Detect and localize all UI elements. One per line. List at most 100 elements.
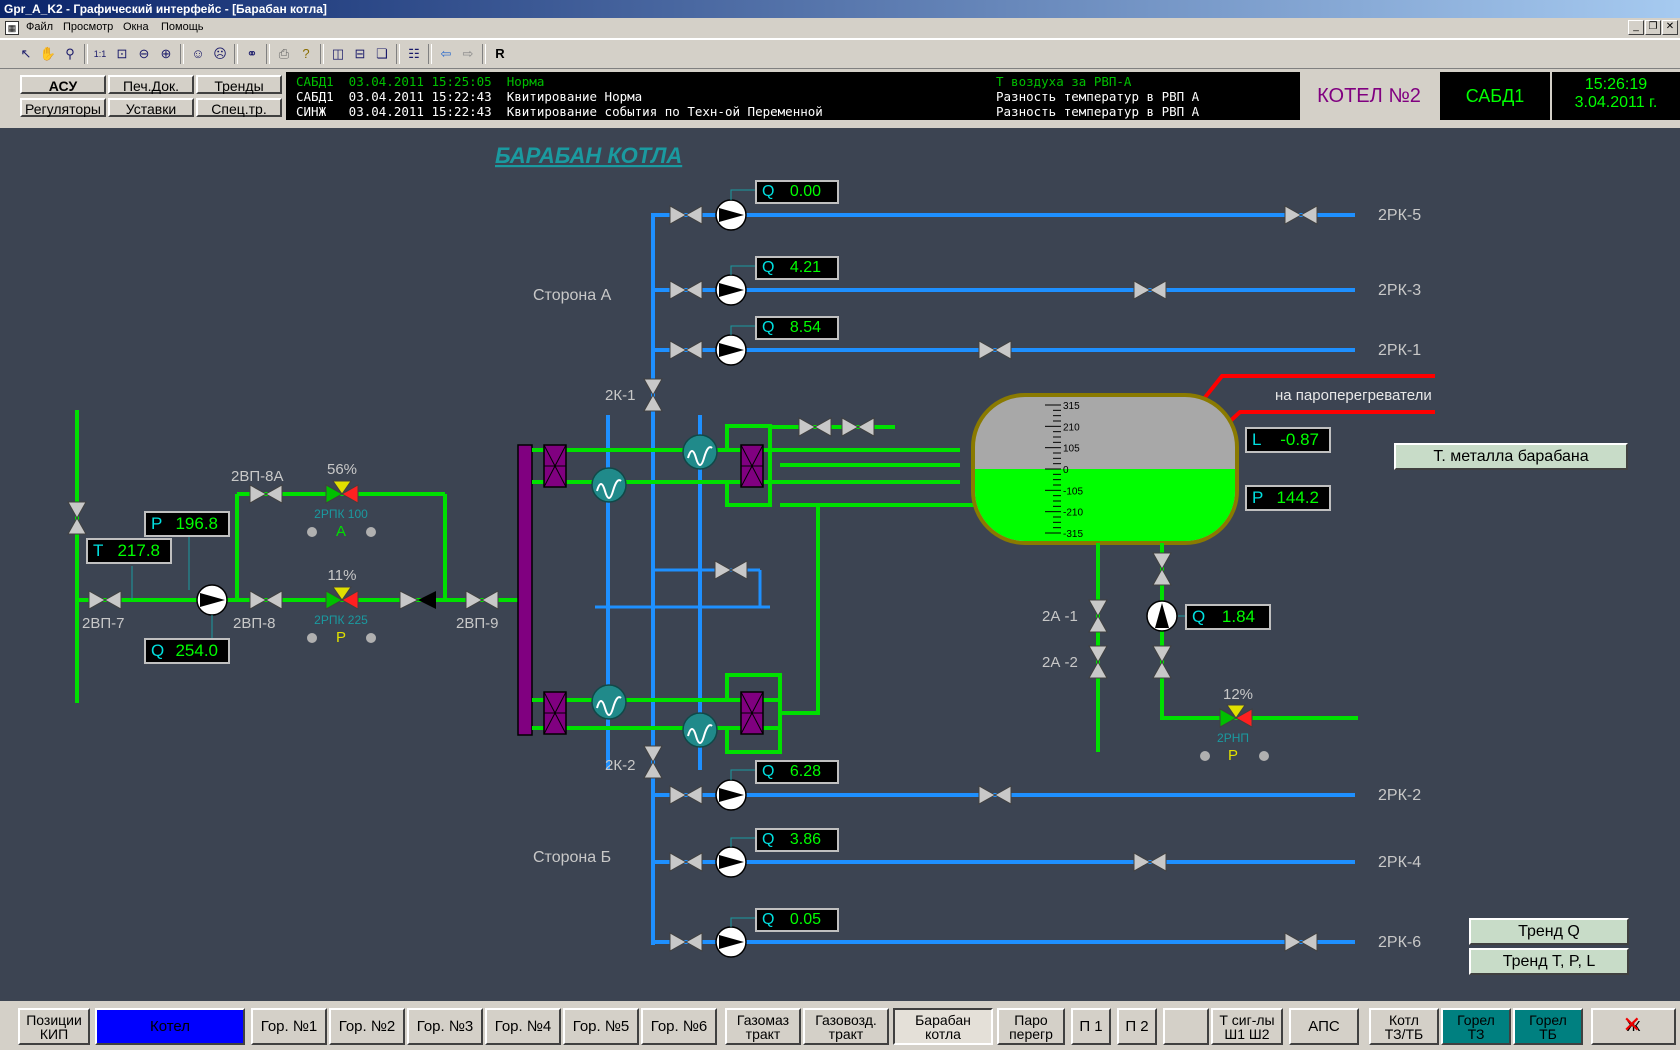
nav-drum[interactable]: Барабан котла [893,1008,993,1045]
restore-icon[interactable]: ❐ [1645,20,1661,35]
feed-pressure-value: 196.8 [175,514,218,533]
hand-icon[interactable]: ✋ [39,46,57,61]
back-arrow-icon[interactable]: ⇦ [440,46,452,61]
pointer-icon[interactable]: ↖ [20,46,32,61]
menu-file[interactable]: Файл [26,21,54,33]
user-icon[interactable]: ☺ [191,46,205,61]
menu-help[interactable]: Помощь [161,21,204,33]
feed-temp-value: 217.8 [117,541,160,560]
trend-tpl-button[interactable]: Тренд Т, P, L [1469,948,1629,975]
tag-label: 2РК-1 [1378,342,1421,359]
scale-label: 210 [1063,422,1080,433]
trends-button[interactable]: Тренды [196,75,282,94]
help-icon[interactable]: ? [302,46,310,61]
valve-mode: А [336,523,346,540]
station-label: САБД1 [1440,72,1550,120]
valve-position: 56% [327,461,357,478]
valve-mode: Р [336,629,346,646]
regulators-button[interactable]: Регуляторы [20,98,106,117]
alarm-row: СИНЖ 03.04.2011 15:22:43 Квитирование со… [296,104,823,119]
valve-label: 2А -1 [1042,608,1078,625]
zoom-fit-icon[interactable]: ⊡ [116,46,128,61]
valve-position: 12% [1223,686,1253,703]
nav-burner-tz[interactable]: Горел ТЗ [1441,1008,1511,1045]
alarm-row: САБД1 03.04.2011 15:22:43 Квитирование Н… [296,89,643,104]
tile-vertical-icon[interactable]: ◫ [331,46,345,61]
feed-flow-value: 254.0 [175,641,218,660]
q-letter: Q [762,763,775,780]
toolbar: ↖ ✋ ⚲ 1:1 ⊡ ⊖ ⊕ ☺ ☹ ⚭ ⎙ ? ◫ ⊟ ❏ ☷ ⇦ ⇨ R [0,39,1680,69]
zoom-out-icon[interactable]: ⊖ [138,46,150,61]
valve-label: 2ВП-7 [82,615,124,632]
sound-off-button[interactable]: Ж✕ [1591,1008,1676,1045]
nav-boiler[interactable]: Котел [95,1008,245,1045]
zoom-in-icon[interactable]: ⊕ [160,46,172,61]
alarm-list[interactable]: САБД1 03.04.2011 15:25:05 Норма САБД1 03… [286,72,1300,120]
flow-value: 4.21 [789,259,821,276]
nav-kip-positions[interactable]: Позиции КИП [18,1008,90,1045]
cascade-icon[interactable]: ❏ [376,46,388,61]
nav-burner-2[interactable]: Гор. №2 [329,1008,405,1045]
scale-label: 315 [1063,401,1080,412]
nav-burner-4[interactable]: Гор. №4 [485,1008,561,1045]
scale-label: -210 [1063,508,1083,519]
nav-p1[interactable]: П 1 [1071,1008,1111,1045]
nav-burner-5[interactable]: Гор. №5 [563,1008,639,1045]
nav-superheater[interactable]: Паро перегр [997,1008,1065,1045]
flow-readout[interactable]: Q 4.21 [755,256,839,280]
forward-arrow-icon[interactable]: ⇨ [462,46,474,61]
menu-windows[interactable]: Окна [123,21,149,33]
nav-boiler-protection[interactable]: Котл ТЗ/ТБ [1369,1008,1439,1045]
tile-horizontal-icon[interactable]: ⊟ [354,46,366,61]
print-doc-button[interactable]: Печ.Док. [108,75,194,94]
close-icon[interactable]: ✕ [1662,20,1678,35]
setpoints-button[interactable]: Уставки [108,98,194,117]
window-list-icon[interactable]: ☷ [408,46,420,61]
nav-burner-1[interactable]: Гор. №1 [251,1008,327,1045]
drum-pressure-value: 144.2 [1276,488,1319,507]
scale-label: -315 [1063,529,1083,540]
print-icon[interactable]: ⎙ [278,46,290,61]
nav-burner-tb[interactable]: Горел ТБ [1513,1008,1583,1045]
drum-level-readout[interactable]: L-0.87 [1245,427,1331,453]
nav-gas-air-path[interactable]: Газовозд. тракт [803,1008,889,1045]
minimize-icon[interactable]: _ [1628,20,1644,35]
nav-p2[interactable]: П 2 [1117,1008,1157,1045]
special-trends-button[interactable]: Спец.тр. [196,98,282,117]
nav-empty[interactable] [1163,1008,1209,1045]
alarm-param: Т воздуха за РВП-А [996,74,1132,89]
metal-temp-button[interactable]: Т. металла барабана [1394,443,1628,470]
tag-label: 2РК-3 [1378,282,1421,299]
sound-icon: Ж✕ [1623,1013,1641,1035]
app-icon[interactable]: ▦ [5,21,19,35]
asu-button[interactable]: АСУ [20,75,106,94]
trend-q-button[interactable]: Тренд Q [1469,918,1629,945]
nav-aps[interactable]: АПС [1289,1008,1359,1045]
flow-value: 0.05 [789,911,821,928]
q-letter: Q [762,259,775,276]
nav-gas-oil-path[interactable]: Газомаз тракт [725,1008,801,1045]
zoom-1-1-icon[interactable]: 1:1 [93,49,107,59]
nav-burner-6[interactable]: Гор. №6 [641,1008,717,1045]
flow-value: 3.86 [789,831,821,848]
user-remove-icon[interactable]: ☹ [213,46,227,61]
nav-burner-3[interactable]: Гор. №3 [407,1008,483,1045]
menu-view[interactable]: Просмотр [63,21,114,33]
clock: 15:26:19 3.04.2011 г. [1552,72,1680,120]
magnifier-icon[interactable]: ⚲ [65,46,75,61]
binoculars-icon[interactable]: ⚭ [246,46,258,61]
nav-signals[interactable]: Т сиг-лы Ш1 Ш2 [1211,1008,1283,1045]
refresh-icon[interactable]: R [495,46,505,61]
tag-label: 2РК-5 [1378,207,1421,224]
